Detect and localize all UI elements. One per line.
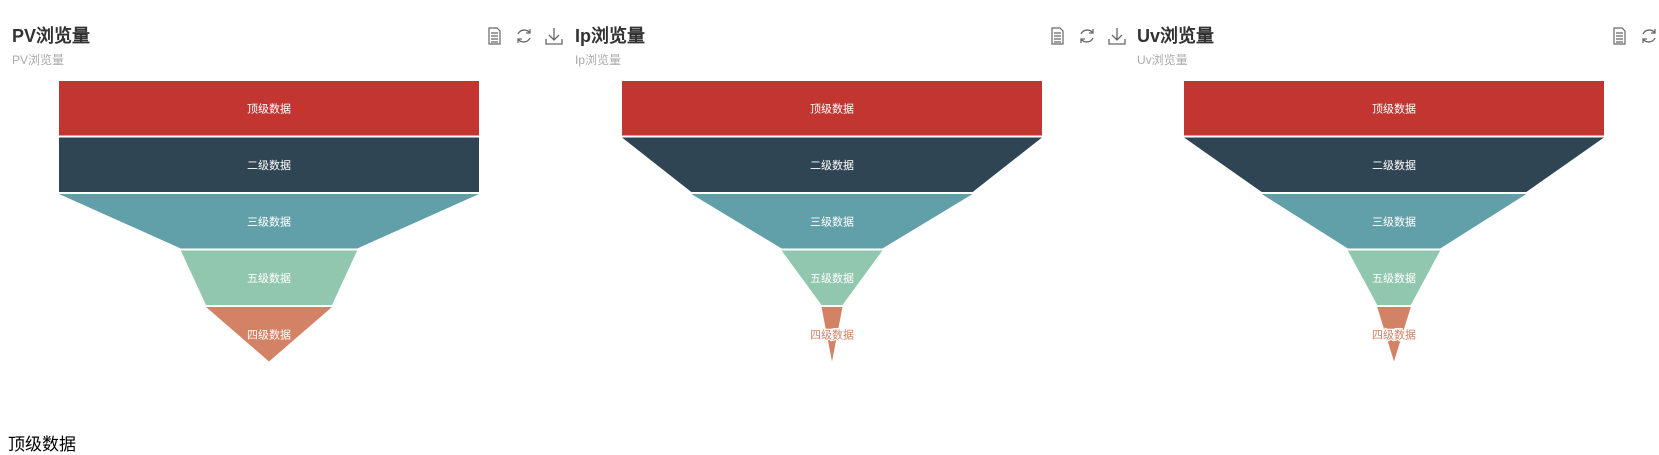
funnel-chart-panel: Ip浏览量 Ip浏览量顶级数据二级数据三级数据五级数据四级数据 <box>563 0 1126 400</box>
funnel-segment[interactable] <box>1261 194 1527 249</box>
funnel-label: 二级数据 <box>247 158 291 172</box>
funnel-label: 三级数据 <box>247 214 291 228</box>
chart-title: Uv浏览量 <box>1137 26 1215 46</box>
funnel-label: 二级数据 <box>1372 158 1416 172</box>
funnel-segment[interactable] <box>206 307 332 362</box>
chart-subtitle: Uv浏览量 <box>1137 53 1188 67</box>
funnel-segment[interactable] <box>1347 250 1441 306</box>
data-view-icon[interactable] <box>1047 26 1067 46</box>
funnel-label: 三级数据 <box>1372 214 1416 228</box>
funnel-label: 四级数据 <box>247 327 291 341</box>
funnel-label: 四级数据 <box>1372 327 1416 341</box>
save-image-icon[interactable] <box>1107 26 1127 46</box>
funnel-label: 顶级数据 <box>247 101 291 115</box>
funnel-label: 三级数据 <box>810 214 854 228</box>
funnel-label: 二级数据 <box>810 158 854 172</box>
funnel-label: 顶级数据 <box>810 101 854 115</box>
funnel-segment[interactable] <box>59 194 479 249</box>
funnel-segment[interactable] <box>180 250 358 306</box>
selected-item-label: 顶级数据 <box>8 435 76 454</box>
funnel-segment[interactable] <box>59 137 479 193</box>
funnel-label: 五级数据 <box>1372 271 1416 285</box>
funnel-segment[interactable] <box>622 81 1042 136</box>
funnel-segment[interactable] <box>1184 81 1604 136</box>
toolbox <box>1047 26 1127 46</box>
restore-icon[interactable] <box>1639 26 1659 46</box>
chart-title: PV浏览量 <box>12 26 91 46</box>
save-image-icon[interactable] <box>544 26 564 46</box>
restore-icon[interactable] <box>1077 26 1097 46</box>
toolbox <box>1609 26 1659 46</box>
funnel-segment[interactable] <box>59 81 479 136</box>
funnel-chart-panel: Uv浏览量 Uv浏览量顶级数据二级数据三级数据五级数据四级数据 <box>1125 0 1659 400</box>
chart-title: Ip浏览量 <box>575 26 645 46</box>
funnel-label: 五级数据 <box>810 271 854 285</box>
funnel-label: 四级数据 <box>810 327 854 341</box>
funnel-segment[interactable] <box>1377 307 1411 362</box>
restore-icon[interactable] <box>514 26 534 46</box>
data-view-icon[interactable] <box>1609 26 1629 46</box>
funnel-label: 顶级数据 <box>1372 101 1416 115</box>
funnel-segment[interactable] <box>781 250 883 306</box>
chart-subtitle: Ip浏览量 <box>575 53 622 67</box>
funnel-segment[interactable] <box>691 194 973 249</box>
data-view-icon[interactable] <box>484 26 504 46</box>
funnel-label: 五级数据 <box>247 271 291 285</box>
funnel-segment[interactable] <box>821 307 843 362</box>
funnel-segment[interactable] <box>622 137 1042 193</box>
funnel-segment[interactable] <box>1184 137 1604 193</box>
toolbox <box>484 26 564 46</box>
chart-subtitle: PV浏览量 <box>12 53 65 67</box>
funnel-chart-panel: PV浏览量 PV浏览量顶级数据二级数据三级数据五级数据四级数据 <box>0 0 563 400</box>
